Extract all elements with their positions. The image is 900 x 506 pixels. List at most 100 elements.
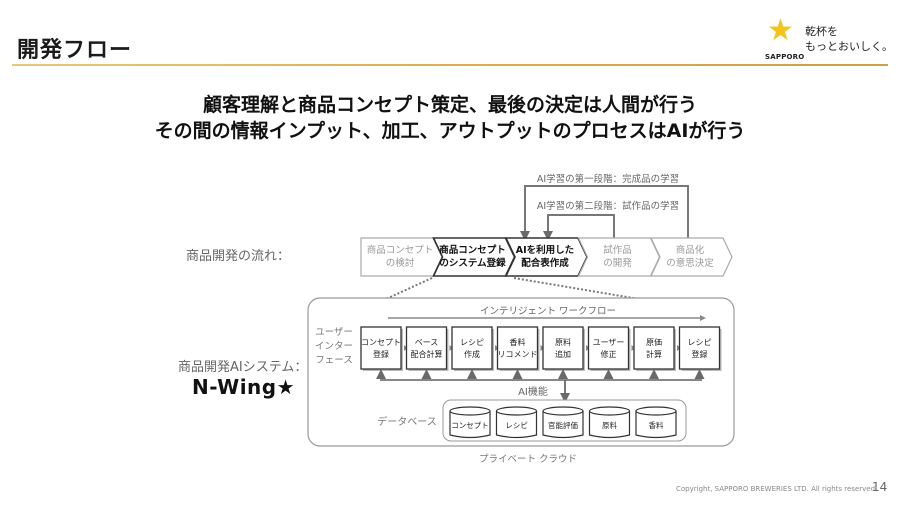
- module-label-line-2: 配合計算: [411, 349, 443, 359]
- step-chevron: [504, 237, 588, 277]
- module-box: [678, 326, 721, 370]
- headline: 顧客理解と商品コンセプト策定、最後の決定は人間が行う その間の情報インプット、加…: [0, 92, 900, 144]
- module-label-line-2: 登録: [692, 349, 708, 359]
- step-label-line-1: 試作品: [603, 244, 632, 256]
- loop-1-label: AI学習の第一段階：完成品の学習: [537, 173, 679, 185]
- sapporo-logo: ★ SAPPORO 乾杯を もっとおいしく。: [755, 12, 895, 62]
- module-label-line-1: レシピ: [688, 338, 712, 347]
- cylinder-body: [542, 411, 584, 439]
- logo-brand: SAPPORO: [765, 53, 805, 61]
- cylinder-top: [449, 406, 491, 416]
- database-name: 官能評価: [548, 420, 578, 430]
- module-label-line-1: コンセプト: [361, 338, 401, 347]
- step-chevron: [360, 237, 443, 277]
- step-label-line-2: 配合表作成: [521, 257, 569, 269]
- module-label-line-1: 原料: [555, 337, 571, 347]
- copyright: Copyright, SAPPORO BREWERIES LTD. All ri…: [676, 485, 878, 493]
- module-label-line-1: ユーザー: [593, 338, 625, 347]
- loop-2-arrow: [543, 214, 615, 241]
- slogan-line-1: 乾杯を: [805, 25, 838, 38]
- logo-slogan: 乾杯を もっとおいしく。: [805, 24, 893, 54]
- module-label-line-2: 追加: [555, 349, 571, 359]
- database-cylinder: 原料: [588, 406, 631, 439]
- star-icon: ★: [767, 13, 794, 48]
- database-cylinder: コンセプト: [449, 406, 491, 439]
- page-number: 14: [872, 480, 888, 494]
- system-label: 商品開発AIシステム：: [178, 360, 308, 375]
- module-box: [405, 326, 448, 370]
- step-label-line-1: AIを利用した: [516, 244, 574, 256]
- database-name: 香料: [649, 420, 664, 430]
- database-cylinder: 官能評価: [542, 406, 584, 439]
- database-name: 原料: [602, 420, 617, 430]
- module-label-line-2: 修正: [601, 349, 617, 359]
- module-box: [496, 326, 539, 370]
- cylinder-top: [495, 406, 538, 416]
- database-cylinder: 香料: [635, 406, 677, 439]
- loop-2-label: AI学習の第二段階：試作品の学習: [537, 200, 679, 212]
- module-label-line-1: レシピ: [460, 338, 484, 347]
- ai-learning-loop-2: [543, 214, 615, 241]
- module-box: [587, 326, 630, 370]
- step-chevron: [432, 237, 516, 277]
- database-label: データベース: [377, 415, 437, 428]
- cylinder-top: [635, 406, 677, 416]
- module-box: [633, 326, 675, 370]
- step-label-line-2: のシステム登録: [439, 257, 506, 269]
- cylinder-body: [588, 411, 631, 439]
- cylinder-top: [542, 406, 584, 416]
- page-title: 開発フロー: [17, 38, 133, 63]
- step-label-line-1: 商品コンセプト: [367, 244, 434, 256]
- step-label-line-1: 商品化: [676, 244, 705, 256]
- ai-learning-loop-1: [520, 185, 689, 241]
- ui-label-line-3: フェース: [315, 355, 353, 366]
- step-label-line-2: の意思決定: [666, 257, 714, 269]
- module-box: [360, 326, 402, 370]
- private-cloud-label: プライベート クラウド: [479, 454, 577, 465]
- user-interface-label: ユーザー インター フェース: [315, 327, 353, 366]
- workflow-label: インテリジェント ワークフロー: [480, 306, 616, 317]
- step-label-line-1: 商品コンセプト: [439, 244, 506, 256]
- step-chevron: [577, 237, 661, 277]
- database-name: コンセプト: [451, 421, 489, 430]
- cylinder-body: [635, 411, 677, 439]
- module-label-line-2: 作成: [464, 349, 480, 359]
- zoom-line-right: [513, 277, 723, 314]
- database-name: レシピ: [505, 421, 528, 430]
- headline-line-2: その間の情報インプット、加工、アウトプットのプロセスはAIが行う: [154, 120, 746, 142]
- module-label-line-2: リコメンド: [498, 350, 538, 359]
- ui-label-line-1: ユーザー: [315, 327, 353, 338]
- cylinder-body: [495, 411, 538, 439]
- cylinder-top: [588, 406, 631, 416]
- module-box: [451, 326, 493, 370]
- headline-line-1: 顧客理解と商品コンセプト策定、最後の決定は人間が行う: [202, 94, 697, 116]
- cylinder-body: [449, 411, 491, 439]
- module-box: [542, 326, 584, 370]
- step-label-line-2: の開発: [603, 257, 632, 269]
- module-label-line-2: 登録: [373, 349, 389, 359]
- step-chevron: [650, 237, 733, 277]
- step-label-line-2: の検討: [386, 257, 415, 269]
- system-name: N-Wing★: [192, 375, 296, 399]
- ui-label-line-2: インター: [315, 341, 353, 352]
- slogan-line-2: もっとおいしく。: [805, 40, 893, 53]
- ai-function-label: AI機能: [518, 385, 548, 398]
- database-cylinder: レシピ: [495, 406, 538, 439]
- module-label-line-1: 原価: [646, 337, 662, 347]
- header-divider: [12, 64, 888, 66]
- flow-label: 商品開発の流れ：: [186, 249, 291, 264]
- module-label-line-1: 香料: [510, 337, 526, 347]
